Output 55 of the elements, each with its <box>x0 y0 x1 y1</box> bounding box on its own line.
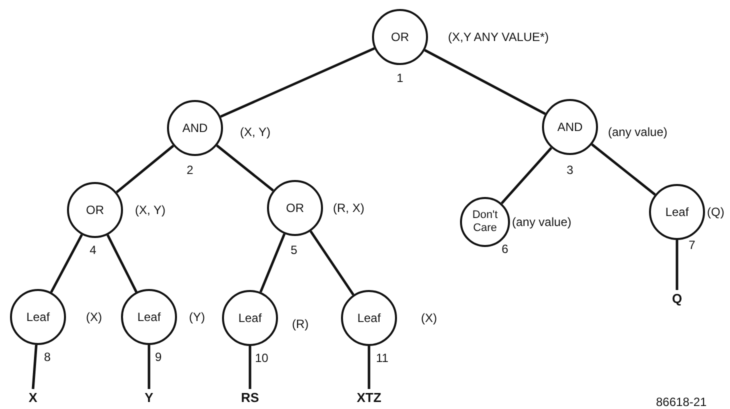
node-number: 7 <box>688 238 696 252</box>
connector-line <box>116 144 174 194</box>
connector-line <box>50 234 83 293</box>
node-label: Leaf <box>238 312 262 324</box>
value-annotation: (Y) <box>189 310 205 324</box>
leaf-value: XTZ <box>352 389 386 405</box>
node-number: 9 <box>155 350 162 364</box>
value-annotation: (X) <box>421 311 437 325</box>
connector-line <box>500 147 552 204</box>
node-number: 4 <box>90 243 96 257</box>
node-number: 6 <box>502 242 508 256</box>
value-annotation: (X, Y) <box>240 125 270 139</box>
node-number: 1 <box>396 71 404 85</box>
value-annotation: (R, X) <box>333 201 364 215</box>
leaf-value: Q <box>667 290 687 306</box>
leaf-value: X <box>23 389 43 405</box>
node-label: Leaf <box>357 312 381 324</box>
node-number: 2 <box>186 163 194 177</box>
connector-line <box>424 49 546 115</box>
connector-line <box>310 230 354 296</box>
connector-line <box>259 233 286 293</box>
leaf-value: Y <box>139 389 159 405</box>
node-label: OR <box>286 202 304 214</box>
node-label: AND <box>557 120 583 134</box>
tree-node-circle <box>542 99 598 155</box>
node-label: AND <box>182 122 208 134</box>
value-annotation: (any value) <box>608 125 668 139</box>
node-label: Leaf <box>137 310 161 324</box>
node-number: 11 <box>376 351 388 365</box>
connector-line <box>591 143 656 196</box>
node-number: 3 <box>566 163 574 177</box>
connector-line <box>368 346 370 389</box>
node-number: 10 <box>255 351 268 365</box>
node-label: OR <box>86 204 104 216</box>
node-label: Don't Care <box>471 209 499 235</box>
connector-line <box>248 346 252 389</box>
connector-line <box>220 47 375 118</box>
value-annotation: (X) <box>86 310 102 324</box>
value-annotation: (X, Y) <box>135 203 166 217</box>
value-annotation: (any value) <box>512 215 572 229</box>
connector-line <box>148 345 150 389</box>
connector-line <box>676 240 678 290</box>
figure-number: 86618-21 <box>656 395 707 409</box>
value-annotation: (Q) <box>707 205 724 219</box>
node-label: Leaf <box>665 206 689 218</box>
node-label: OR <box>391 30 409 44</box>
connector-line <box>216 144 274 192</box>
value-annotation: (X,Y ANY VALUE*) <box>448 30 549 44</box>
connector-line <box>106 234 138 293</box>
node-label: Leaf <box>26 310 50 324</box>
node-number: 5 <box>290 243 298 257</box>
leaf-value: RS <box>237 389 263 405</box>
value-annotation: (R) <box>292 317 309 331</box>
node-number: 8 <box>44 350 51 364</box>
connector-line <box>32 344 38 390</box>
